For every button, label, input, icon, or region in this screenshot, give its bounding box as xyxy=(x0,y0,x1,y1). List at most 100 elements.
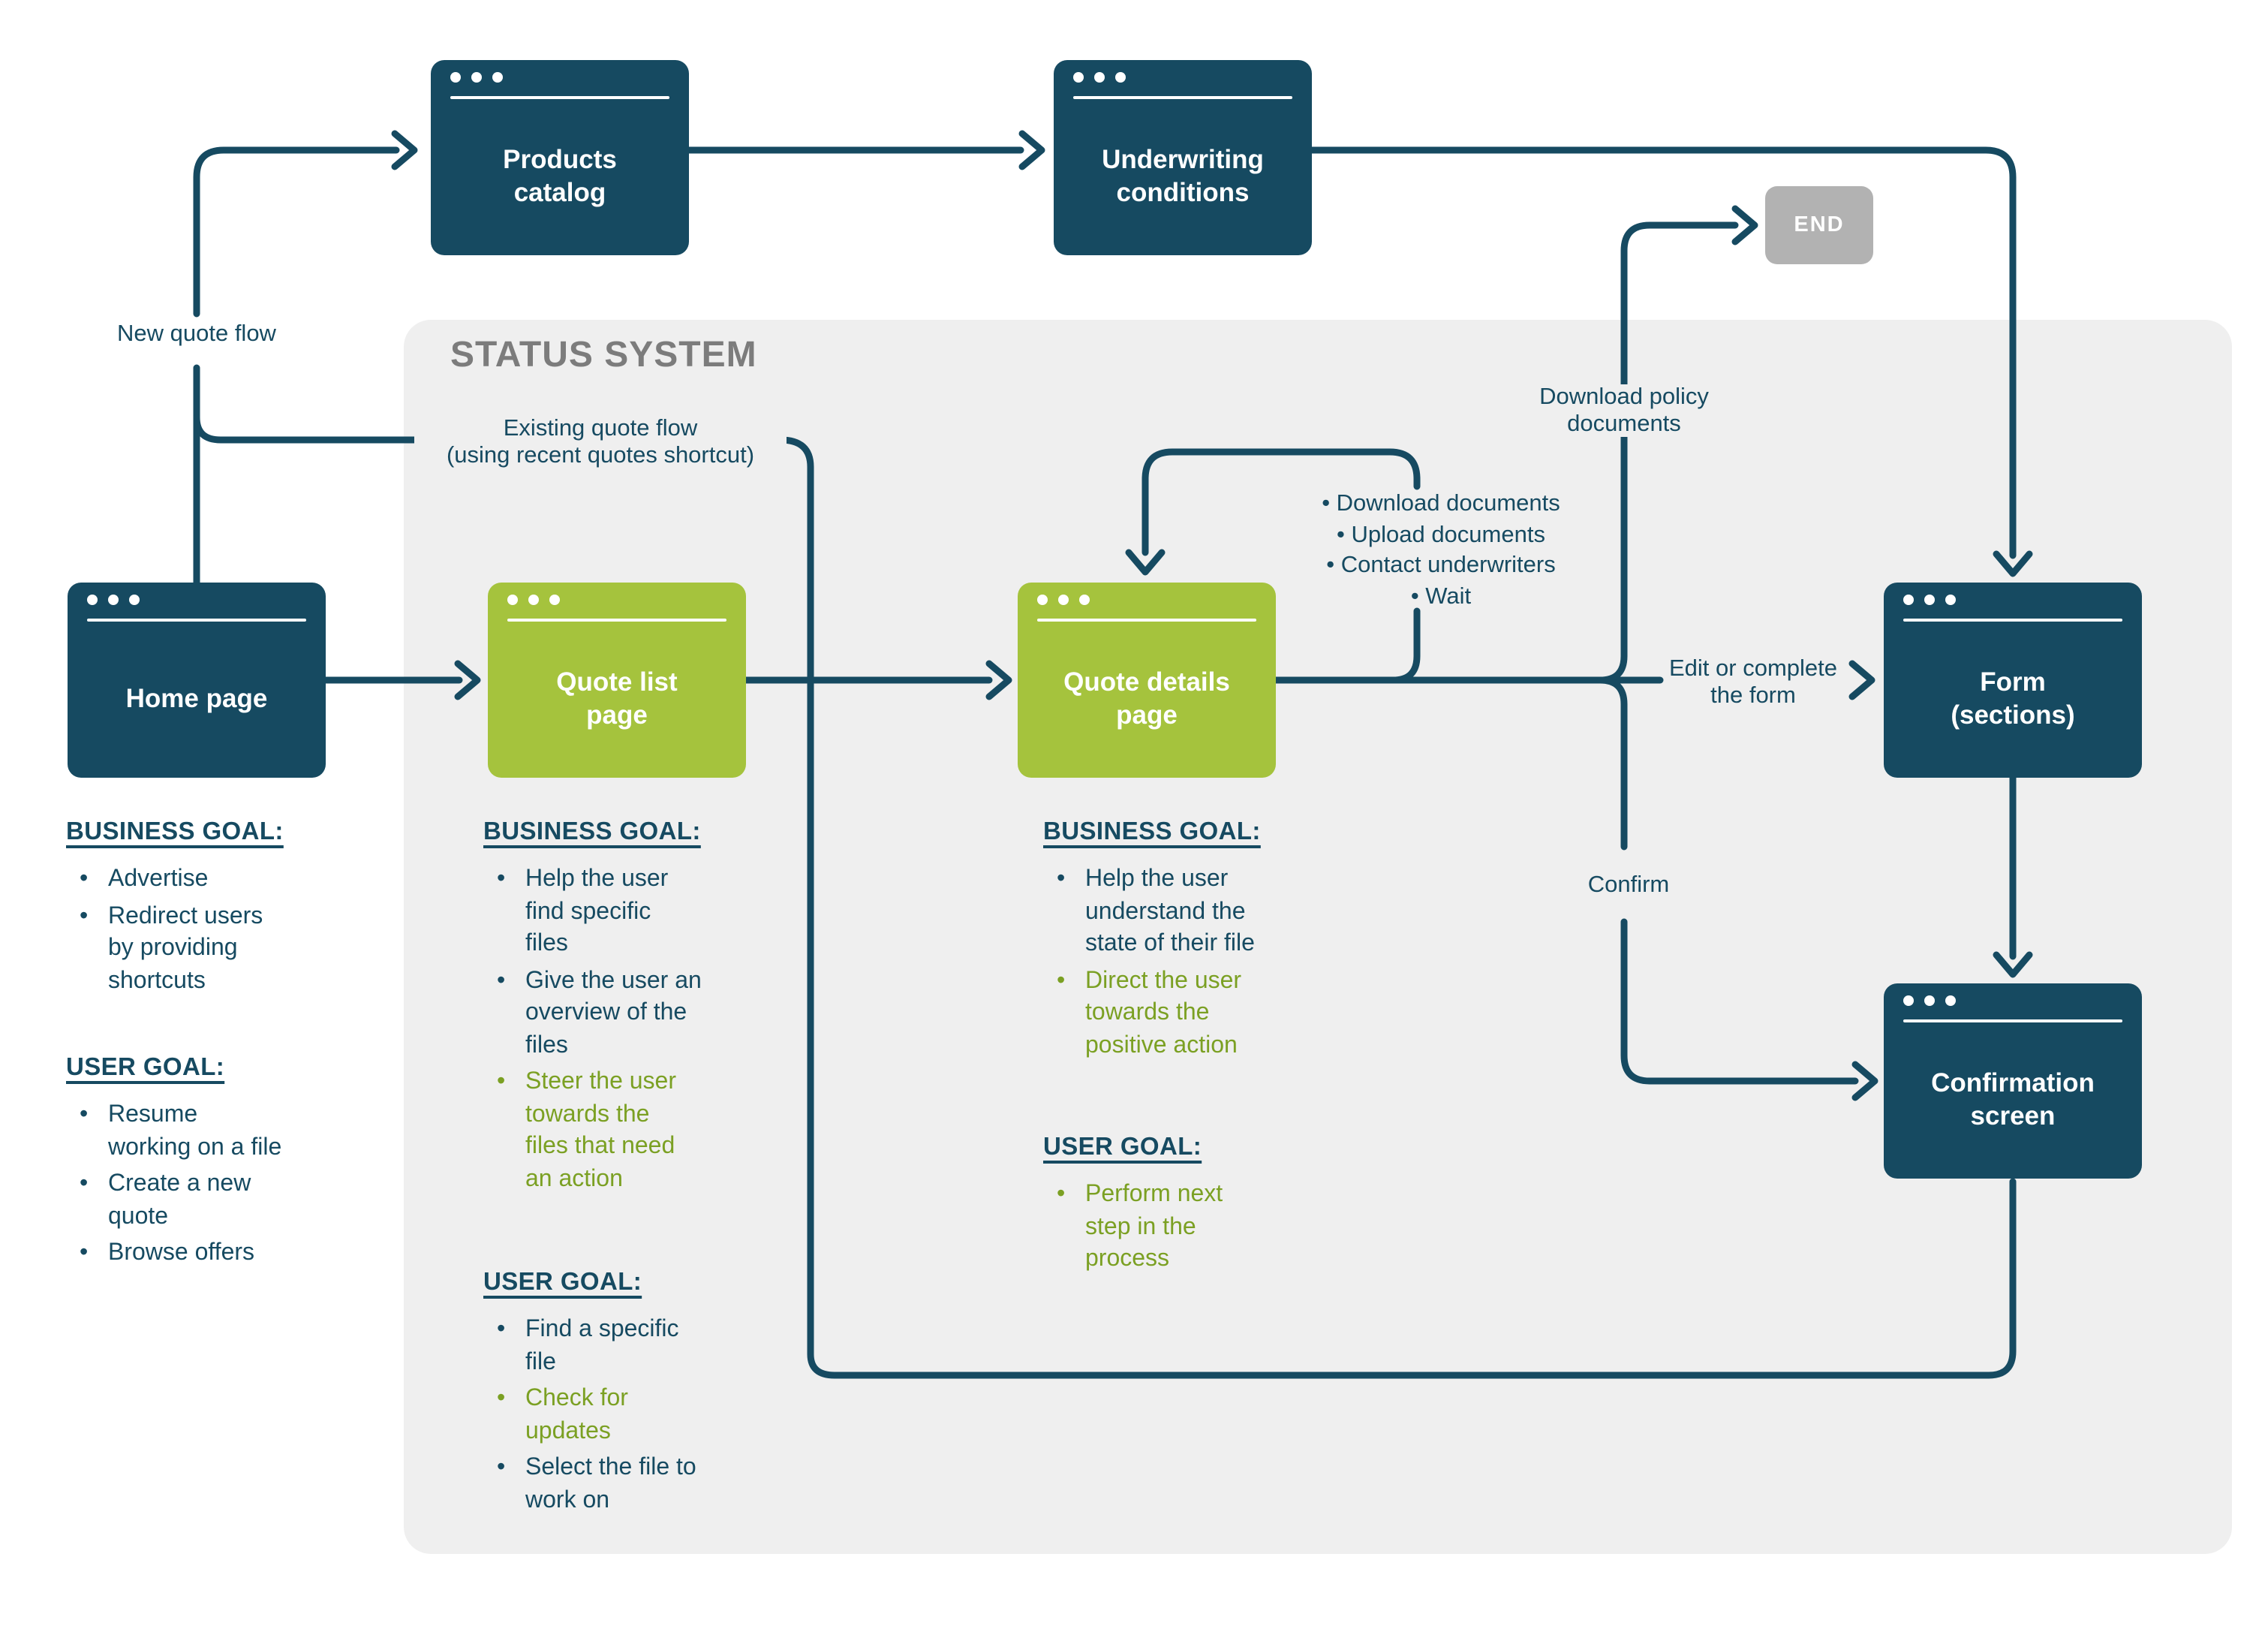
goal-item: Find a specific file xyxy=(483,1314,799,1378)
edge-branch-down-lower xyxy=(1620,918,1859,1085)
window-dot xyxy=(1094,72,1105,83)
node-title: Confirmation screen xyxy=(1931,1067,2095,1131)
goal-list: Resume working on a fileCreate a new quo… xyxy=(66,1099,381,1269)
goal-item: Perform next step in the process xyxy=(1043,1179,1358,1275)
window-dot xyxy=(1924,995,1935,1006)
window-dot xyxy=(1945,995,1956,1006)
window-rule xyxy=(507,619,726,622)
window-rule xyxy=(1037,619,1256,622)
label-existing-quote-flow: Existing quote flow (using recent quotes… xyxy=(414,416,787,468)
quote-details-user-goal: USER GOAL: Perform next step in the proc… xyxy=(1043,1134,1358,1280)
node-end: END xyxy=(1765,186,1873,264)
label-new-quote-flow: New quote flow xyxy=(57,321,336,348)
goal-item: Steer the user towards the files that ne… xyxy=(483,1066,799,1195)
window-dots-icon xyxy=(1073,72,1126,83)
node-underwriting-conditions: Underwriting conditions xyxy=(1054,60,1312,255)
window-dot xyxy=(108,595,119,605)
node-title: Home page xyxy=(125,682,268,713)
edge-confirm-arrowhead xyxy=(1851,1061,1878,1101)
edge-existing-flow-and-return-loop xyxy=(777,436,2017,1379)
home-business-goal: BUSINESS GOAL: AdvertiseRedirect users b… xyxy=(66,818,381,1001)
edge-home-to-products-arrowhead xyxy=(391,130,418,170)
window-dots-icon xyxy=(450,72,503,83)
goal-item: Upload documents xyxy=(1276,520,1606,551)
edge-products-to-underwriting-arrowhead xyxy=(1018,130,1045,170)
goal-item: Select the file to work on xyxy=(483,1452,799,1516)
goal-item: Redirect users by providing shortcuts xyxy=(66,900,381,997)
window-dot xyxy=(528,595,539,605)
goal-list: Find a specific fileCheck for updatesSel… xyxy=(483,1314,799,1516)
quote-list-user-goal: USER GOAL: Find a specific fileCheck for… xyxy=(483,1269,799,1521)
node-title: Underwriting conditions xyxy=(1102,143,1264,207)
goal-heading: BUSINESS GOAL: xyxy=(1043,818,1261,845)
window-dot xyxy=(471,72,482,83)
edge-form-to-confirmation-arrowhead xyxy=(1993,951,2033,978)
edge-home-to-quotelist-arrowhead xyxy=(454,660,481,700)
edge-branch-up-upper xyxy=(1620,221,1739,388)
quote-list-business-goal: BUSINESS GOAL: Help the user find specif… xyxy=(483,818,799,1200)
window-dot xyxy=(1115,72,1126,83)
window-dot xyxy=(1037,595,1048,605)
status-system-label: STATUS SYSTEM xyxy=(450,335,757,375)
home-user-goal: USER GOAL: Resume working on a fileCreat… xyxy=(66,1054,381,1274)
edge-branch-down-upper xyxy=(1596,676,1628,851)
quote-details-actions-list: Download documentsUpload documentsContac… xyxy=(1276,489,1606,613)
window-dots-icon xyxy=(1903,595,1956,605)
window-dots-icon xyxy=(1037,595,1090,605)
node-quote-details-page: Quote details page xyxy=(1018,583,1276,778)
goal-list: Help the user find specific filesGive th… xyxy=(483,863,799,1195)
edge-underwriting-to-form xyxy=(1308,146,2017,559)
edge-loop-arrowhead xyxy=(1125,549,1166,576)
goal-list: Perform next step in the process xyxy=(1043,1179,1358,1275)
goal-item: Create a new quote xyxy=(66,1168,381,1233)
label-download-policy-documents: Download policy documents xyxy=(1496,384,1752,437)
window-dot xyxy=(129,595,140,605)
goal-heading: BUSINESS GOAL: xyxy=(483,818,701,845)
edge-end-arrowhead xyxy=(1731,205,1758,245)
quote-details-business-goal: BUSINESS GOAL: Help the user understand … xyxy=(1043,818,1358,1066)
node-title: Products catalog xyxy=(503,143,617,207)
label-edit-or-complete-form: Edit or complete the form xyxy=(1669,656,1837,708)
goal-item: Contact underwriters xyxy=(1276,551,1606,582)
goal-item: Advertise xyxy=(66,863,381,896)
node-title: Quote list page xyxy=(556,666,678,730)
goal-item: Help the user understand the state of th… xyxy=(1043,863,1358,960)
window-dot xyxy=(1058,595,1069,605)
window-dot xyxy=(87,595,98,605)
window-rule xyxy=(1903,1019,2122,1022)
window-dot xyxy=(1903,995,1914,1006)
window-dots-icon xyxy=(507,595,560,605)
goal-heading: USER GOAL: xyxy=(483,1269,642,1296)
window-dot xyxy=(507,595,518,605)
goal-item: Download documents xyxy=(1276,489,1606,520)
label-confirm: Confirm xyxy=(1557,872,1701,899)
edge-quotelist-to-quotedetails-arrowhead xyxy=(985,660,1012,700)
goal-item: Browse offers xyxy=(66,1237,381,1269)
edge-home-to-products-upper xyxy=(193,146,400,318)
node-title: Quote details page xyxy=(1063,666,1230,730)
goal-item: Help the user find specific files xyxy=(483,863,799,960)
goal-heading: USER GOAL: xyxy=(66,1054,225,1081)
window-dot xyxy=(549,595,560,605)
goal-item: Resume working on a file xyxy=(66,1099,381,1164)
node-form-sections: Form (sections) xyxy=(1884,583,2142,778)
window-dot xyxy=(1945,595,1956,605)
edge-edit-form-arrowhead xyxy=(1848,660,1875,700)
edge-existing-flow-stub xyxy=(193,414,420,444)
window-dot xyxy=(1924,595,1935,605)
node-products-catalog: Products catalog xyxy=(431,60,689,255)
window-dots-icon xyxy=(87,595,140,605)
node-confirmation-screen: Confirmation screen xyxy=(1884,983,2142,1179)
goal-list: Help the user understand the state of th… xyxy=(1043,863,1358,1061)
window-rule xyxy=(450,96,669,99)
window-dot xyxy=(492,72,503,83)
goal-heading: USER GOAL: xyxy=(1043,1134,1202,1161)
node-home-page: Home page xyxy=(68,583,326,778)
edge-underwriting-to-form-arrowhead xyxy=(1993,550,2033,577)
window-dots-icon xyxy=(1903,995,1956,1006)
goal-list: AdvertiseRedirect users by providing sho… xyxy=(66,863,381,997)
window-dot xyxy=(1079,595,1090,605)
goal-item: Give the user an overview of the files xyxy=(483,965,799,1061)
